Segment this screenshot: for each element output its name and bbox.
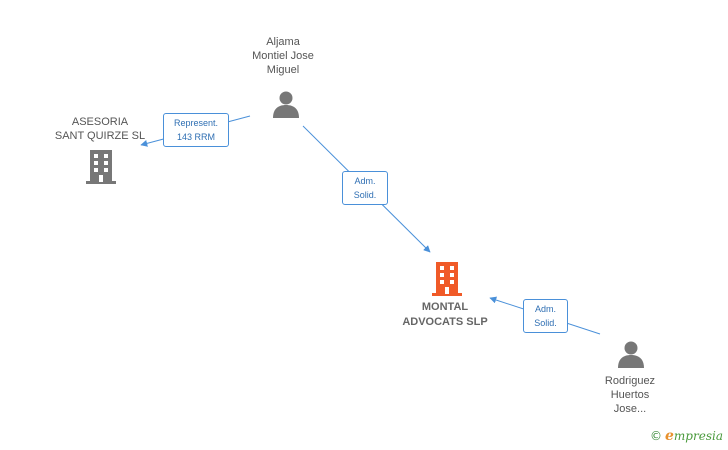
building-icon[interactable] bbox=[86, 150, 116, 184]
brand-initial: e bbox=[665, 428, 674, 444]
node-label-aljama[interactable]: Aljama Montiel Jose Miguel bbox=[233, 35, 333, 77]
node-label-rodriguez[interactable]: Rodriguez Huertos Jose... bbox=[584, 374, 676, 416]
brand-logo: ©empresia bbox=[650, 428, 723, 444]
person-icon[interactable] bbox=[618, 341, 644, 369]
node-label-line: MONTAL bbox=[421, 301, 469, 313]
node-label-line: SANT QUIRZE SL bbox=[54, 130, 146, 142]
copyright-icon: © bbox=[650, 429, 662, 443]
brand-name: mpresia bbox=[673, 429, 723, 443]
node-label-montal[interactable]: MONTAL ADVOCATS SLP bbox=[390, 300, 500, 330]
node-label-line: ADVOCATS SLP bbox=[402, 316, 488, 328]
node-label-line: Jose... bbox=[613, 403, 647, 415]
node-label-line: ASESORIA bbox=[71, 116, 129, 128]
node-label-line: Rodriguez bbox=[604, 375, 656, 387]
node-label-line: Huertos bbox=[610, 389, 650, 401]
node-label-line: Miguel bbox=[266, 64, 300, 76]
edge-label-line: 143 RRM bbox=[176, 132, 215, 142]
edge-label-represent[interactable]: Represent. 143 RRM bbox=[163, 113, 229, 147]
edge-label-line: Solid. bbox=[353, 190, 377, 200]
edge-label-line: Adm. bbox=[534, 304, 556, 314]
edge-label-line: Adm. bbox=[354, 176, 376, 186]
edge-label-adm-solid[interactable]: Adm. Solid. bbox=[523, 299, 568, 333]
edge-label-line: Represent. bbox=[173, 118, 219, 128]
node-label-asesoria[interactable]: ASESORIA SANT QUIRZE SL bbox=[48, 115, 152, 143]
building-icon[interactable] bbox=[432, 262, 462, 296]
node-label-line: Aljama bbox=[266, 36, 300, 48]
node-label-line: Montiel Jose bbox=[252, 50, 314, 62]
person-icon[interactable] bbox=[273, 91, 299, 119]
edge-label-line: Solid. bbox=[534, 318, 557, 328]
edge-label-adm-solid[interactable]: Adm. Solid. bbox=[342, 171, 388, 205]
